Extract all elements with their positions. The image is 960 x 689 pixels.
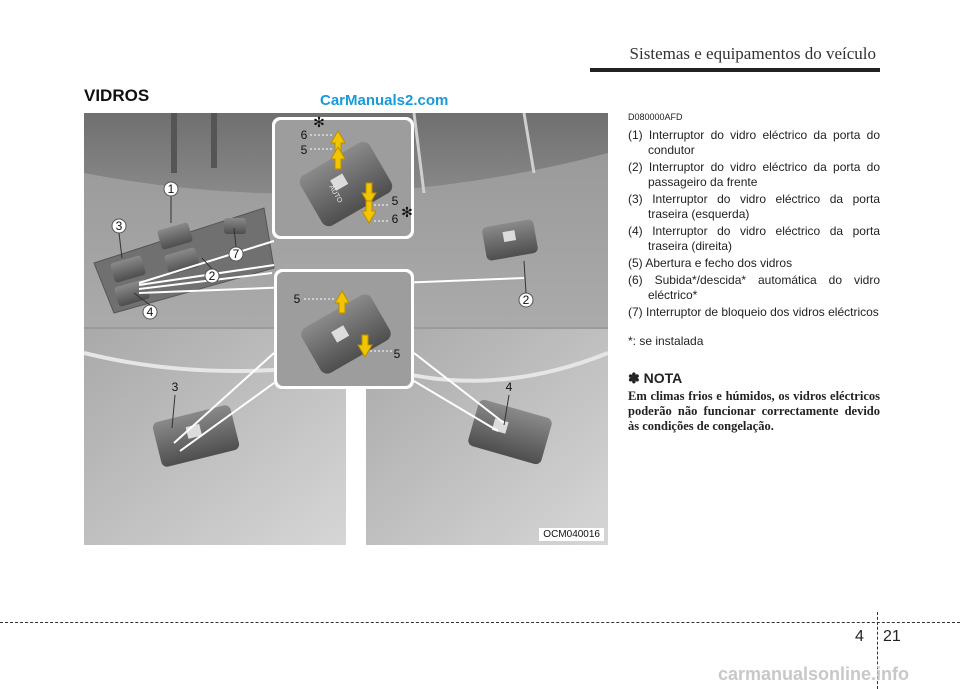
page-number: 21 xyxy=(883,628,901,645)
callout-3-rear: 3 xyxy=(172,380,179,394)
inset2-label-5-down: 5 xyxy=(394,347,401,361)
inset-label-6-up: 6 xyxy=(301,128,308,142)
list-item: (5) Abertura e fecho dos vidros xyxy=(628,256,793,270)
section-title: VIDROS xyxy=(84,86,150,105)
list-item: (7) Interruptor de bloqueio dos vidros e… xyxy=(628,305,879,319)
list-item: (2) Interruptor do vidro eléctrico da po… xyxy=(628,160,880,189)
callout-1: 1 xyxy=(168,182,175,196)
doc-code: D080000AFD xyxy=(628,112,683,122)
callout-4: 4 xyxy=(147,305,154,319)
figure-code: OCM040016 xyxy=(539,528,604,541)
list-item: (1) Interruptor do vidro eléctrico da po… xyxy=(628,128,880,157)
watermark-logo: CarManuals2.com xyxy=(320,92,449,109)
callout-2-passenger: 2 xyxy=(523,293,530,307)
note-title: ✽ NOTA xyxy=(628,370,683,386)
chapter-title: Sistemas e equipamentos do veículo xyxy=(629,44,876,63)
window-switch-figure: 1 2 3 4 7 6 5 5 6 5 5 2 3 4 ✻ ✻ AUTO OCM… xyxy=(84,113,608,545)
footer-divider xyxy=(0,622,960,623)
page-chapter: 4 xyxy=(855,628,864,645)
inset-label-5-up: 5 xyxy=(301,143,308,157)
inset-label-5-down: 5 xyxy=(392,194,399,208)
callout-circle-2 xyxy=(204,268,220,284)
callout-7: 7 xyxy=(233,247,240,261)
header-rule xyxy=(590,68,880,72)
list-item: (6) Subida*/descida* automática do vidro… xyxy=(628,273,880,302)
footer-vertical-divider xyxy=(877,612,878,689)
inset-manual-switch xyxy=(274,269,414,389)
inset-auto-switch xyxy=(272,117,414,239)
figure-illustration: 1 2 3 4 7 6 5 5 6 5 5 2 3 4 ✻ ✻ AUTO xyxy=(84,113,608,545)
list-item: (4) Interruptor do vidro eléctrico da po… xyxy=(628,224,880,253)
footnote: *: se instalada xyxy=(628,334,704,348)
callout-3: 3 xyxy=(116,219,123,233)
callout-2: 2 xyxy=(209,269,216,283)
callout-4-rear: 4 xyxy=(506,380,513,394)
watermark-site: carmanualsonline.info xyxy=(718,664,910,684)
asterisk-bottom: ✻ xyxy=(401,204,413,220)
asterisk-top: ✻ xyxy=(313,114,325,130)
note-body: Em climas frios e húmidos, os vidros elé… xyxy=(628,389,880,433)
text-column: D080000AFD (1) Interruptor do vidro eléc… xyxy=(628,112,880,434)
driver-switch-cluster xyxy=(93,207,275,314)
inset2-label-5-up: 5 xyxy=(294,292,301,306)
rear-right-switch xyxy=(468,399,552,465)
list-item: (3) Interruptor do vidro eléctrico da po… xyxy=(628,192,880,221)
inset-label-6-down: 6 xyxy=(392,212,399,226)
